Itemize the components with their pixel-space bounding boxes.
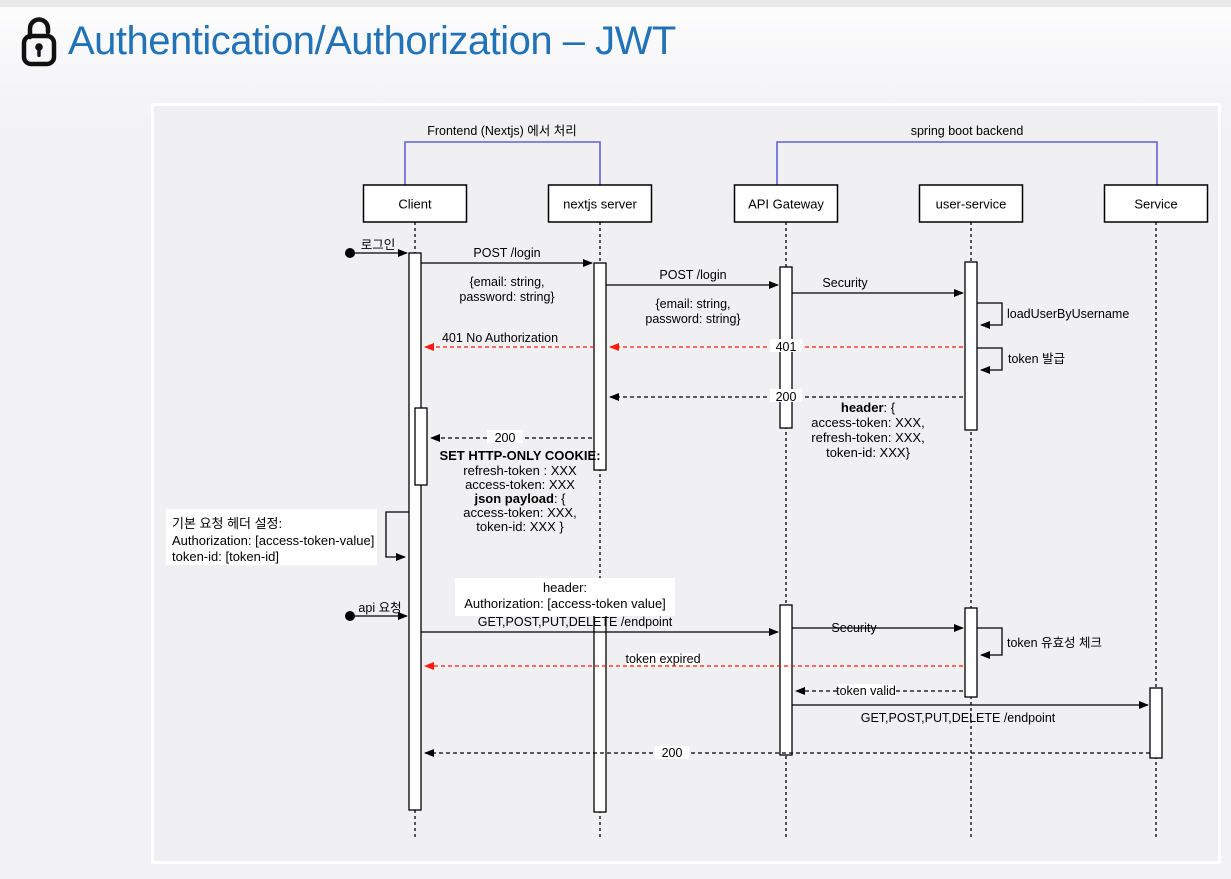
page-header: Authentication/Authorization – JWT [16, 14, 676, 68]
note-default-headers: 기본 요청 헤더 설정: Authorization: [access-toke… [166, 509, 377, 565]
label-security-1: Security [822, 276, 868, 290]
group-frontend: Frontend (Nextjs) 에서 처리 [404, 124, 601, 185]
note-request-header-line1: header: [543, 580, 587, 595]
activation-bars [408, 252, 1163, 813]
frontend-bracket-label: Frontend (Nextjs) 에서 처리 [427, 124, 577, 138]
note-response-header-line4: token-id: XXX} [826, 445, 910, 460]
window-top-edge [0, 0, 1231, 7]
label-endpoint-1: GET,POST,PUT,DELETE /endpoint [478, 615, 673, 629]
page-title: Authentication/Authorization – JWT [68, 18, 676, 63]
label-post-login-1: POST /login [473, 246, 540, 260]
label-api-request: api 요청 [358, 601, 401, 615]
note-request-header-line2: Authorization: [access-token value] [464, 596, 666, 611]
label-token-valid: token valid [836, 684, 896, 698]
label-token-check: token 유효성 체크 [1007, 636, 1102, 650]
note-default-headers-line1: 기본 요청 헤더 설정: [172, 516, 282, 531]
group-backend: spring boot backend [776, 124, 1158, 185]
note-response-header-line3: refresh-token: XXX, [811, 430, 924, 445]
selfcall-token-issue [977, 347, 1003, 374]
activation-client-main [408, 252, 422, 811]
label-post-login-1-body-1: {email: string, [469, 275, 544, 289]
participant-service: Service [1103, 184, 1209, 223]
selfcall-token-check [977, 627, 1003, 659]
activation-user-service-2 [964, 607, 978, 698]
label-401-bg [770, 339, 802, 352]
note-request-header: header: Authorization: [access-token val… [455, 578, 675, 616]
label-token-issue: token 발급 [1008, 352, 1065, 366]
frontend-bracket [404, 141, 601, 185]
participant-user-service-label: user-service [936, 197, 1007, 212]
note-cookie-line6: token-id: XXX } [476, 519, 564, 534]
label-security-2: Security [831, 621, 877, 635]
note-set-cookie: SET HTTP-ONLY COOKIE: refresh-token : XX… [439, 448, 600, 534]
note-default-headers-line2: Authorization: [access-token-value] [172, 533, 374, 548]
note-request-header-bg [455, 578, 675, 616]
participant-user-service: user-service [918, 184, 1024, 223]
label-token-expired-bg [626, 653, 700, 665]
label-token-valid-bg [838, 684, 896, 696]
label-post-login-2: POST /login [659, 268, 726, 282]
label-login: 로그인 [361, 238, 396, 252]
note-cookie-line3: access-token: XXX [465, 477, 575, 492]
label-post-login-2-body-1: {email: string, [655, 297, 730, 311]
messages: 로그인 POST /login {email: string, password… [166, 238, 1150, 760]
backend-bracket-label: spring boot backend [911, 124, 1024, 138]
note-response-header-title: header: { [841, 400, 896, 415]
diagram-panel [151, 103, 1221, 864]
label-401: 401 [776, 340, 797, 354]
lock-icon [21, 17, 57, 67]
participant-client-label: Client [398, 197, 432, 212]
start-dot-api-request [345, 611, 355, 621]
label-401-no-authorization: 401 No Authorization [442, 331, 558, 345]
note-cookie-line2: refresh-token : XXX [463, 463, 577, 478]
activation-client-nested [414, 407, 428, 486]
note-cookie-line1: SET HTTP-ONLY COOKIE: [439, 448, 600, 463]
participant-api-gateway: API Gateway [733, 184, 839, 223]
participant-service-label: Service [1134, 197, 1177, 212]
participant-gateway-label: API Gateway [748, 197, 824, 212]
activation-gateway-2 [779, 604, 793, 756]
label-200c-bg [655, 746, 689, 759]
note-cookie-line5: access-token: XXX, [463, 505, 576, 520]
note-default-headers-bg [166, 509, 377, 565]
activation-nextjs-1 [593, 262, 607, 471]
activation-nextjs-2 [593, 601, 607, 813]
note-response-header-line2: access-token: XXX, [811, 415, 924, 430]
selfcall-set-default-headers [385, 511, 409, 561]
start-dot-login [345, 248, 355, 258]
label-200c: 200 [662, 746, 683, 760]
activation-service [1149, 687, 1163, 759]
label-200b: 200 [495, 431, 516, 445]
participant-client: Client [362, 184, 468, 223]
participant-nextjs-server: nextjs server [547, 184, 653, 223]
label-post-login-1-body-2: password: string} [459, 290, 554, 304]
label-token-expired: token expired [625, 652, 700, 666]
participants: Client nextjs server API Gateway user-se… [362, 184, 1209, 223]
label-200a-bg [770, 389, 802, 402]
label-post-login-2-body-2: password: string} [645, 312, 740, 326]
participant-nextjs-label: nextjs server [563, 197, 637, 212]
label-200a: 200 [776, 390, 797, 404]
label-endpoint-2: GET,POST,PUT,DELETE /endpoint [861, 711, 1056, 725]
label-load-user: loadUserByUsername [1007, 307, 1129, 321]
note-cookie-line4: json payload: { [473, 491, 566, 506]
selfcall-load-user [977, 302, 1003, 329]
label-200b-bg [487, 430, 523, 443]
note-default-headers-line3: token-id: [token-id] [172, 549, 279, 564]
backend-bracket [776, 141, 1158, 185]
note-response-header: header: { access-token: XXX, refresh-tok… [811, 400, 924, 460]
activation-user-service-1 [964, 261, 978, 431]
